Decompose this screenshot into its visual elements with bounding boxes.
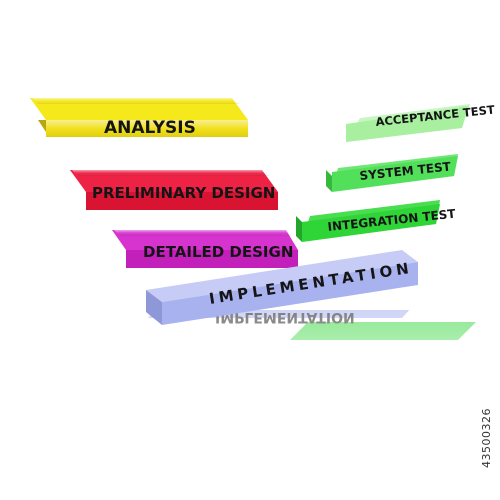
block-detailed-design: DETAILED DESIGN <box>112 230 298 268</box>
block-integration-test: INTEGRATION TEST <box>296 200 457 242</box>
block-preliminary-design: PRELIMINARY DESIGN <box>70 170 278 210</box>
detailed-design-label: DETAILED DESIGN <box>143 243 293 261</box>
preliminary-design-front <box>86 192 278 210</box>
block-acceptance-test: ACCEPTANCE TEST <box>346 103 495 142</box>
preliminary-design-label: PRELIMINARY DESIGN <box>92 184 275 202</box>
implementation-top <box>146 250 418 302</box>
system-test-front <box>332 156 458 192</box>
acceptance-test-front <box>346 106 468 142</box>
integration-test-reflection <box>290 322 476 340</box>
integration-test-front <box>302 204 440 242</box>
implementation-front <box>162 262 418 325</box>
block-system-test: SYSTEM TEST <box>326 154 458 192</box>
block-analysis: ANALYSIS <box>30 98 248 138</box>
analysis-label: ANALYSIS <box>104 118 196 138</box>
stock-id: 43500326 <box>480 408 493 468</box>
detailed-design-front <box>126 250 298 268</box>
implementation-reflection-text: IMPLEMENTATION <box>215 309 355 325</box>
